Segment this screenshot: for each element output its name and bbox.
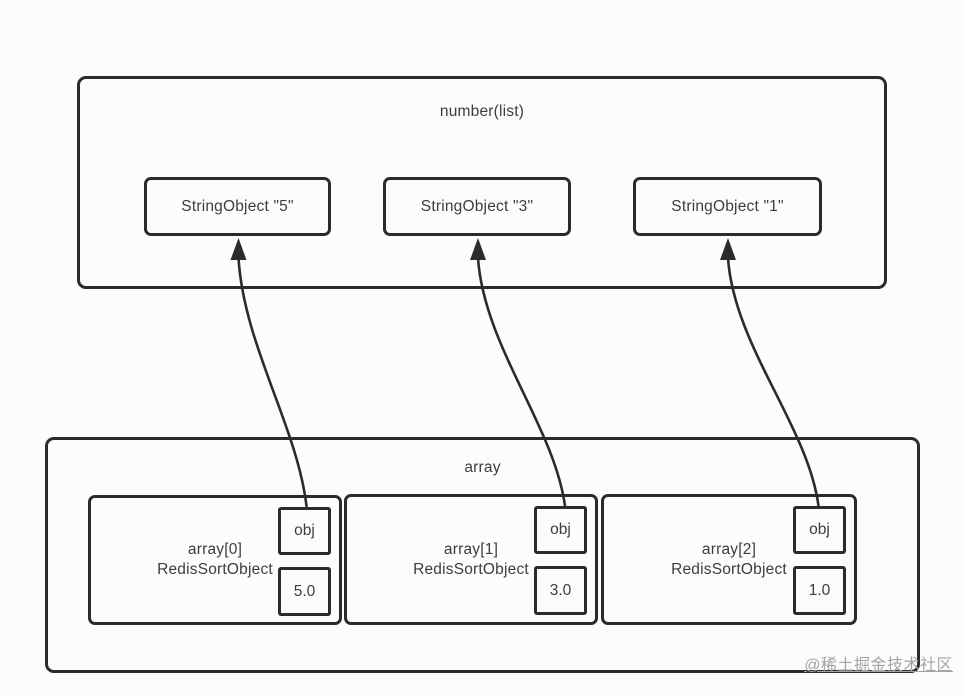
string-object-node-1: StringObject "1" <box>633 177 822 236</box>
array-cell-0-type: RedisSortObject <box>157 561 273 578</box>
array-cell-0-obj-box: obj <box>278 507 331 555</box>
array-cell-2-index: array[2] <box>701 540 757 558</box>
array-cell-1: array[1] RedisSortObject obj 3.0 <box>344 494 598 625</box>
array-cell-0-text: array[0] RedisSortObject <box>91 498 339 622</box>
string-object-node-3: StringObject "3" <box>383 177 571 236</box>
array-cell-2-score-value: 1.0 <box>808 581 831 599</box>
array-cell-2-text: array[2] RedisSortObject <box>604 497 854 622</box>
array-cell-0-score-value: 5.0 <box>293 582 316 600</box>
array-cell-0-obj-label: obj <box>294 522 315 539</box>
array-cell-0-score-box: 5.0 <box>278 567 331 616</box>
array-cell-1-type: RedisSortObject <box>413 560 529 578</box>
array-title: array <box>464 459 501 476</box>
string-object-node-5: StringObject "5" <box>144 177 331 236</box>
string-object-node-1-label: StringObject "1" <box>671 197 784 215</box>
string-object-node-3-label: StringObject "3" <box>420 197 534 215</box>
array-cell-2-score-box: 1.0 <box>793 566 846 615</box>
string-object-node-5-label: StringObject "5" <box>181 197 294 215</box>
array-cell-1-obj-label: obj <box>550 521 571 538</box>
number-list-title: number(list) <box>439 103 525 120</box>
array-cell-2-type: RedisSortObject <box>671 560 787 578</box>
array-cell-1-score-value: 3.0 <box>549 581 572 599</box>
array-cell-1-obj-box: obj <box>534 506 587 554</box>
array-cell-1-index: array[1] <box>443 540 499 558</box>
array-cell-1-text: array[1] RedisSortObject <box>347 497 595 622</box>
array-cell-0-index: array[0] <box>187 541 243 558</box>
array-cell-0: array[0] RedisSortObject obj 5.0 <box>88 495 342 625</box>
array-cell-1-score-box: 3.0 <box>534 566 587 615</box>
array-cell-2-obj-box: obj <box>793 506 846 554</box>
array-cell-2: array[2] RedisSortObject obj 1.0 <box>601 494 857 625</box>
watermark: @稀土掘金技术社区 <box>804 657 953 674</box>
array-cell-2-obj-label: obj <box>809 521 830 538</box>
